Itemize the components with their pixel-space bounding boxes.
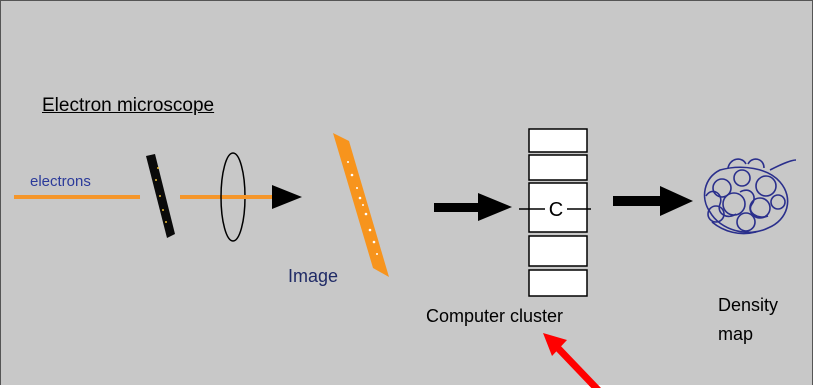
density-map-label-line2: map xyxy=(718,324,754,344)
image-label: Image xyxy=(288,266,339,286)
density-map-label-line1: Density xyxy=(718,295,779,315)
image-plate-icon xyxy=(333,133,389,277)
computer-cluster-label: Computer cluster xyxy=(426,306,564,326)
specimen-grid-icon xyxy=(146,154,175,238)
density-map-icon xyxy=(703,158,797,235)
beam-arrowhead-icon xyxy=(272,185,302,209)
computer-cluster-icon xyxy=(519,128,591,297)
arrow-to-density-map-icon xyxy=(613,186,693,216)
density-map-label: Density map xyxy=(718,291,778,349)
electrons-label: electrons xyxy=(30,173,91,190)
diagram-title: Electron microscope xyxy=(42,95,215,116)
pointer-arrow-icon xyxy=(543,333,602,388)
arrow-to-cluster-icon xyxy=(434,193,512,221)
cluster-letter: C xyxy=(548,199,564,221)
